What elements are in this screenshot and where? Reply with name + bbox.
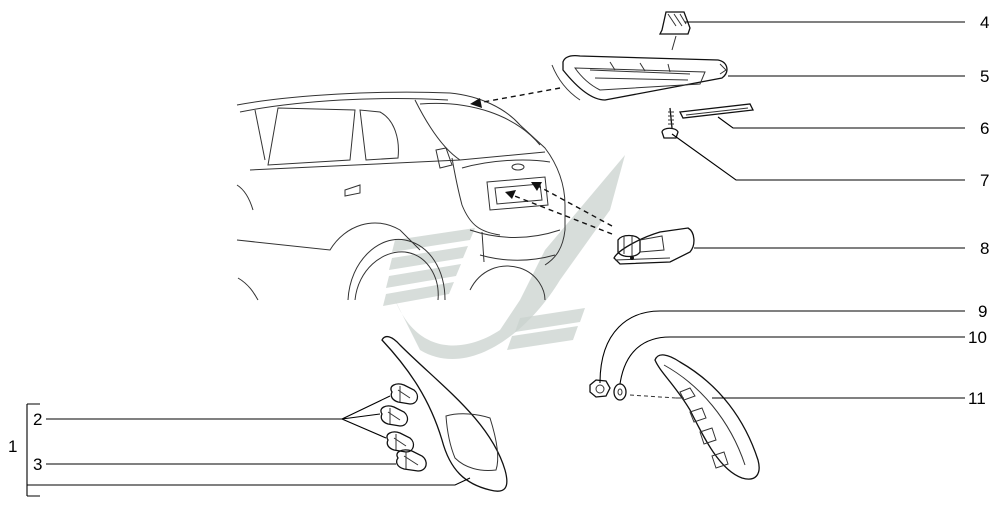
part-plate-lamp-8 bbox=[613, 227, 695, 265]
bulb-2a bbox=[390, 383, 419, 405]
callout-8: 8 bbox=[980, 239, 989, 258]
bulb-3 bbox=[396, 449, 427, 472]
callout-3: 3 bbox=[33, 455, 42, 474]
callout-4: 4 bbox=[980, 13, 989, 32]
assembly-arrows bbox=[470, 64, 613, 235]
part-tail-lamp-1 bbox=[381, 335, 508, 492]
callout-9: 9 bbox=[978, 302, 987, 321]
part-stop-lamp-5 bbox=[562, 55, 728, 101]
callout-5: 5 bbox=[980, 67, 989, 86]
callout-1: 1 bbox=[8, 437, 17, 456]
callout-11: 11 bbox=[968, 389, 986, 408]
part-clip-4 bbox=[658, 11, 691, 51]
watermark-logo bbox=[383, 155, 625, 360]
part-washer-10 bbox=[613, 383, 677, 401]
part-strip-6 bbox=[679, 103, 754, 119]
bulbs bbox=[380, 383, 427, 472]
part-side-lamp-11 bbox=[654, 354, 760, 480]
callout-2: 2 bbox=[33, 410, 42, 429]
part-screw-7 bbox=[661, 107, 679, 139]
callout-7: 7 bbox=[980, 171, 989, 190]
callout-6: 6 bbox=[980, 119, 989, 138]
bulb-2b bbox=[380, 405, 409, 427]
callout-numbers: 1 2 3 4 5 6 7 8 9 10 11 bbox=[8, 13, 989, 474]
car-outline bbox=[236, 91, 566, 301]
bulb-2c bbox=[386, 431, 415, 453]
leader-lines bbox=[26, 21, 965, 497]
part-nut-9 bbox=[589, 379, 611, 398]
callout-10: 10 bbox=[968, 328, 987, 347]
